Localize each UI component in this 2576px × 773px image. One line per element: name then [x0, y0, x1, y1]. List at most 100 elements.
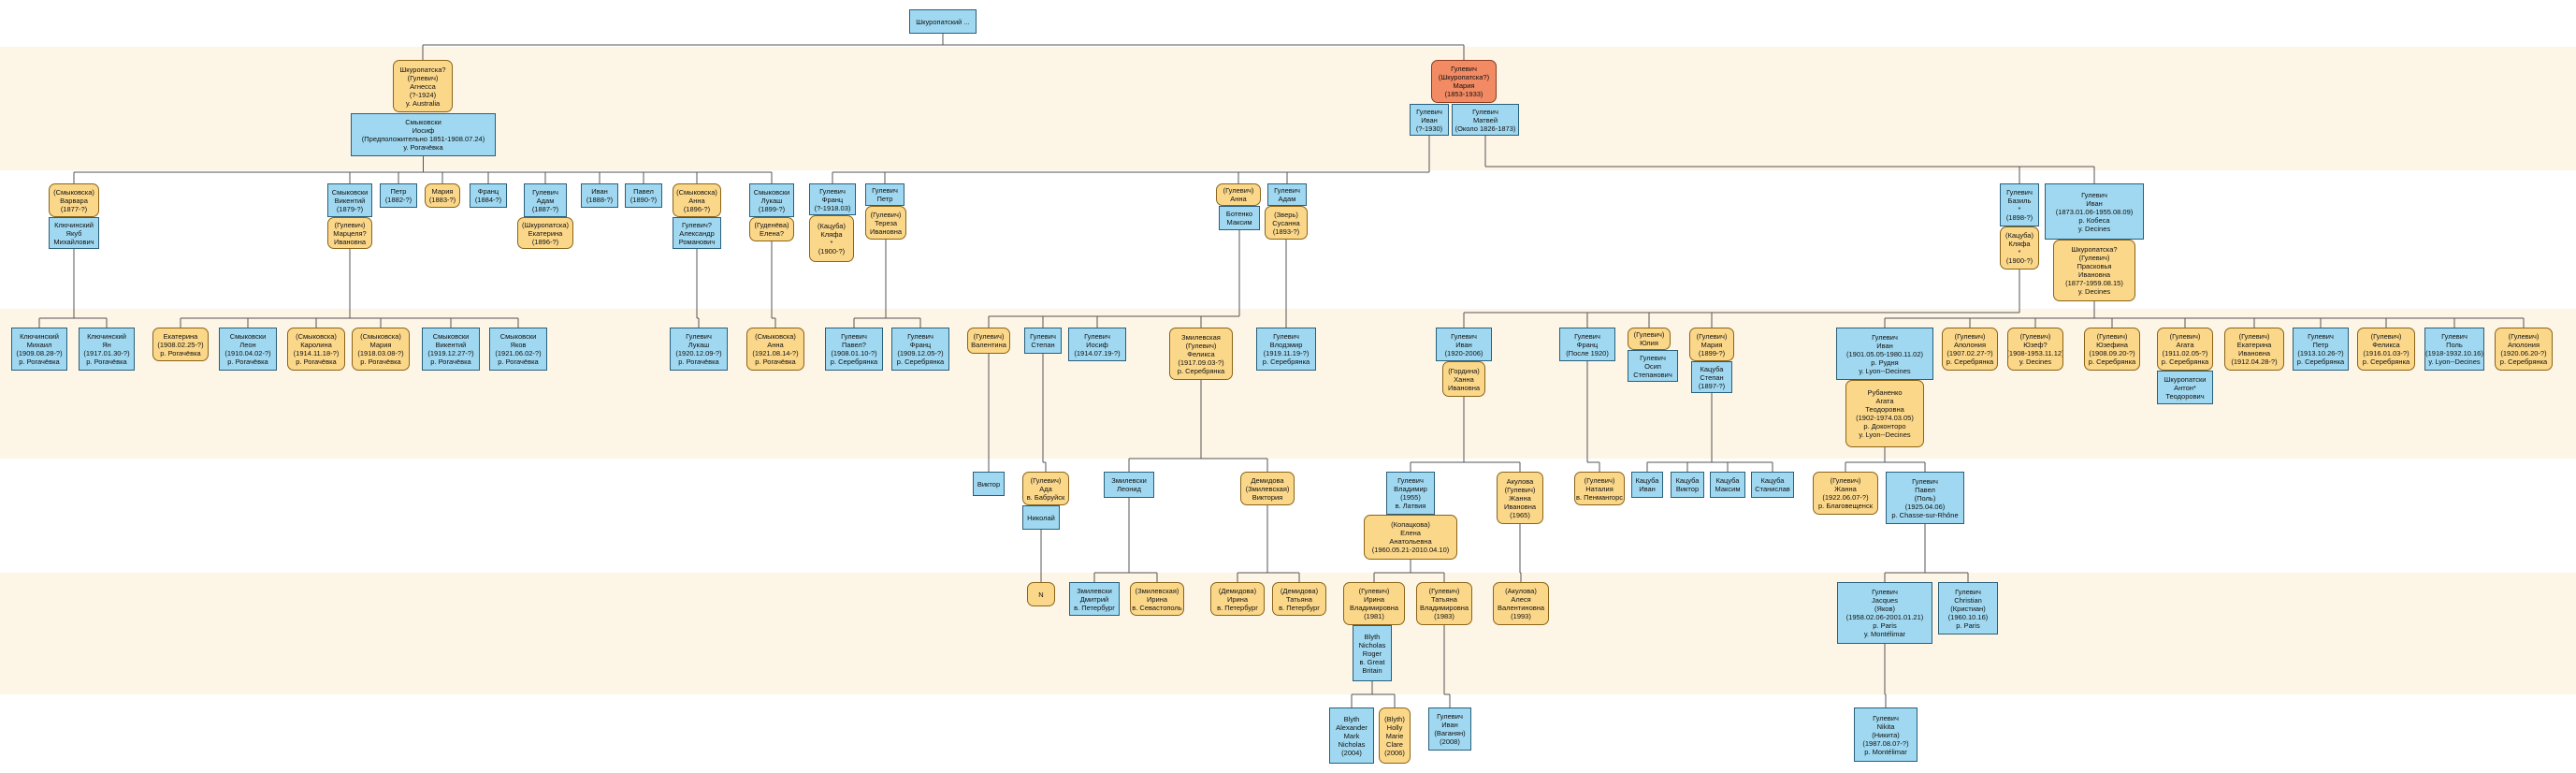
person-card[interactable]: (Гулевич)Феликса(1916.01.03-?)р. Серебря… — [2357, 328, 2415, 371]
person-card[interactable]: (Шкуропатска)Екатерина(1896-?) — [517, 217, 573, 249]
person-card[interactable]: Шкуропатский ... — [909, 9, 977, 34]
person-card[interactable]: Гулевич(Шкуропатска?)Мария(1853-1933) — [1431, 60, 1497, 103]
person-card[interactable]: (Гулевич)Анна — [1216, 183, 1261, 206]
person-card[interactable]: Мария(1883-?) — [425, 183, 460, 208]
person-card[interactable]: Иван(1888-?) — [581, 183, 618, 208]
person-card[interactable]: (Гуденёва)Елена? — [749, 217, 794, 241]
person-card[interactable]: (Гулевич)Юзефина(1908.09.20-?)р. Серебря… — [2084, 328, 2140, 371]
person-card[interactable]: (Гулевич)Валентина — [967, 328, 1010, 354]
person-card[interactable]: Демидова(Змилевская)Виктория — [1240, 472, 1295, 505]
person-card[interactable]: (Смыковска)Каролина(1914.11.18-?)р. Рога… — [287, 328, 345, 371]
person-card[interactable]: (Гулевич)Жанна(1922.06.07-?)р. Благовеще… — [1813, 472, 1878, 515]
person-card[interactable]: (Смыковска)Анна(1896-?) — [673, 183, 721, 217]
person-card[interactable]: (Гулевич)Юзеф?(1908-1953.11.12)у. Decine… — [2007, 328, 2063, 371]
person-card[interactable]: Франц(1884-?) — [470, 183, 507, 208]
person-card[interactable]: N — [1027, 582, 1055, 606]
person-card[interactable]: (Гулевич)Юлия — [1628, 328, 1671, 350]
person-card[interactable]: Екатерина(1908.02.25-?)р. Рогачёвка — [152, 328, 209, 361]
person-card[interactable]: (Гулевич)Аполония(1920.06.20-?)р. Серебр… — [2495, 328, 2553, 371]
person-card[interactable]: Шкуропатска?(Гулевич)Агнесса(?-1924)у. A… — [393, 60, 453, 112]
person-card[interactable]: (Смыковска)Мария(1918.03.08-?)р. Рогачёв… — [352, 328, 410, 371]
person-card-line: (1882-?) — [384, 196, 412, 204]
person-card[interactable]: Павел(1890-?) — [625, 183, 662, 208]
person-card[interactable]: (Гулевич)Мария(1899-?) — [1689, 328, 1734, 361]
person-card[interactable]: Николай — [1022, 505, 1060, 530]
person-card[interactable]: (Кацуба)Кляфа*(1900-?) — [809, 215, 854, 262]
person-card[interactable]: (Гулевич)Аполония(1907.02.27-?)р. Серебр… — [1942, 328, 1998, 371]
person-card[interactable]: Змилевская(Гулевич)Феликса(1917.09.03-?)… — [1169, 328, 1233, 380]
person-card[interactable]: Петр(1882-?) — [380, 183, 417, 208]
person-card[interactable]: Виктор — [973, 472, 1005, 496]
person-card[interactable]: (Смыковска)Анна(1921.08.14-?)р. Рогачёвк… — [746, 328, 804, 371]
person-card[interactable]: (Кацуба)Кляфа*(1900-?) — [2000, 226, 2039, 270]
person-card[interactable]: (Гулевич)Агата(1911.02.05-?)р. Серебрянк… — [2157, 328, 2213, 371]
person-card[interactable]: (Гулевич)Марцеля?Ивановна — [327, 217, 372, 249]
person-card[interactable]: (Зверь)Сусанна(1893-?) — [1265, 206, 1308, 240]
person-card[interactable]: (Смыковска)Варвара(1877-?) — [49, 183, 99, 217]
